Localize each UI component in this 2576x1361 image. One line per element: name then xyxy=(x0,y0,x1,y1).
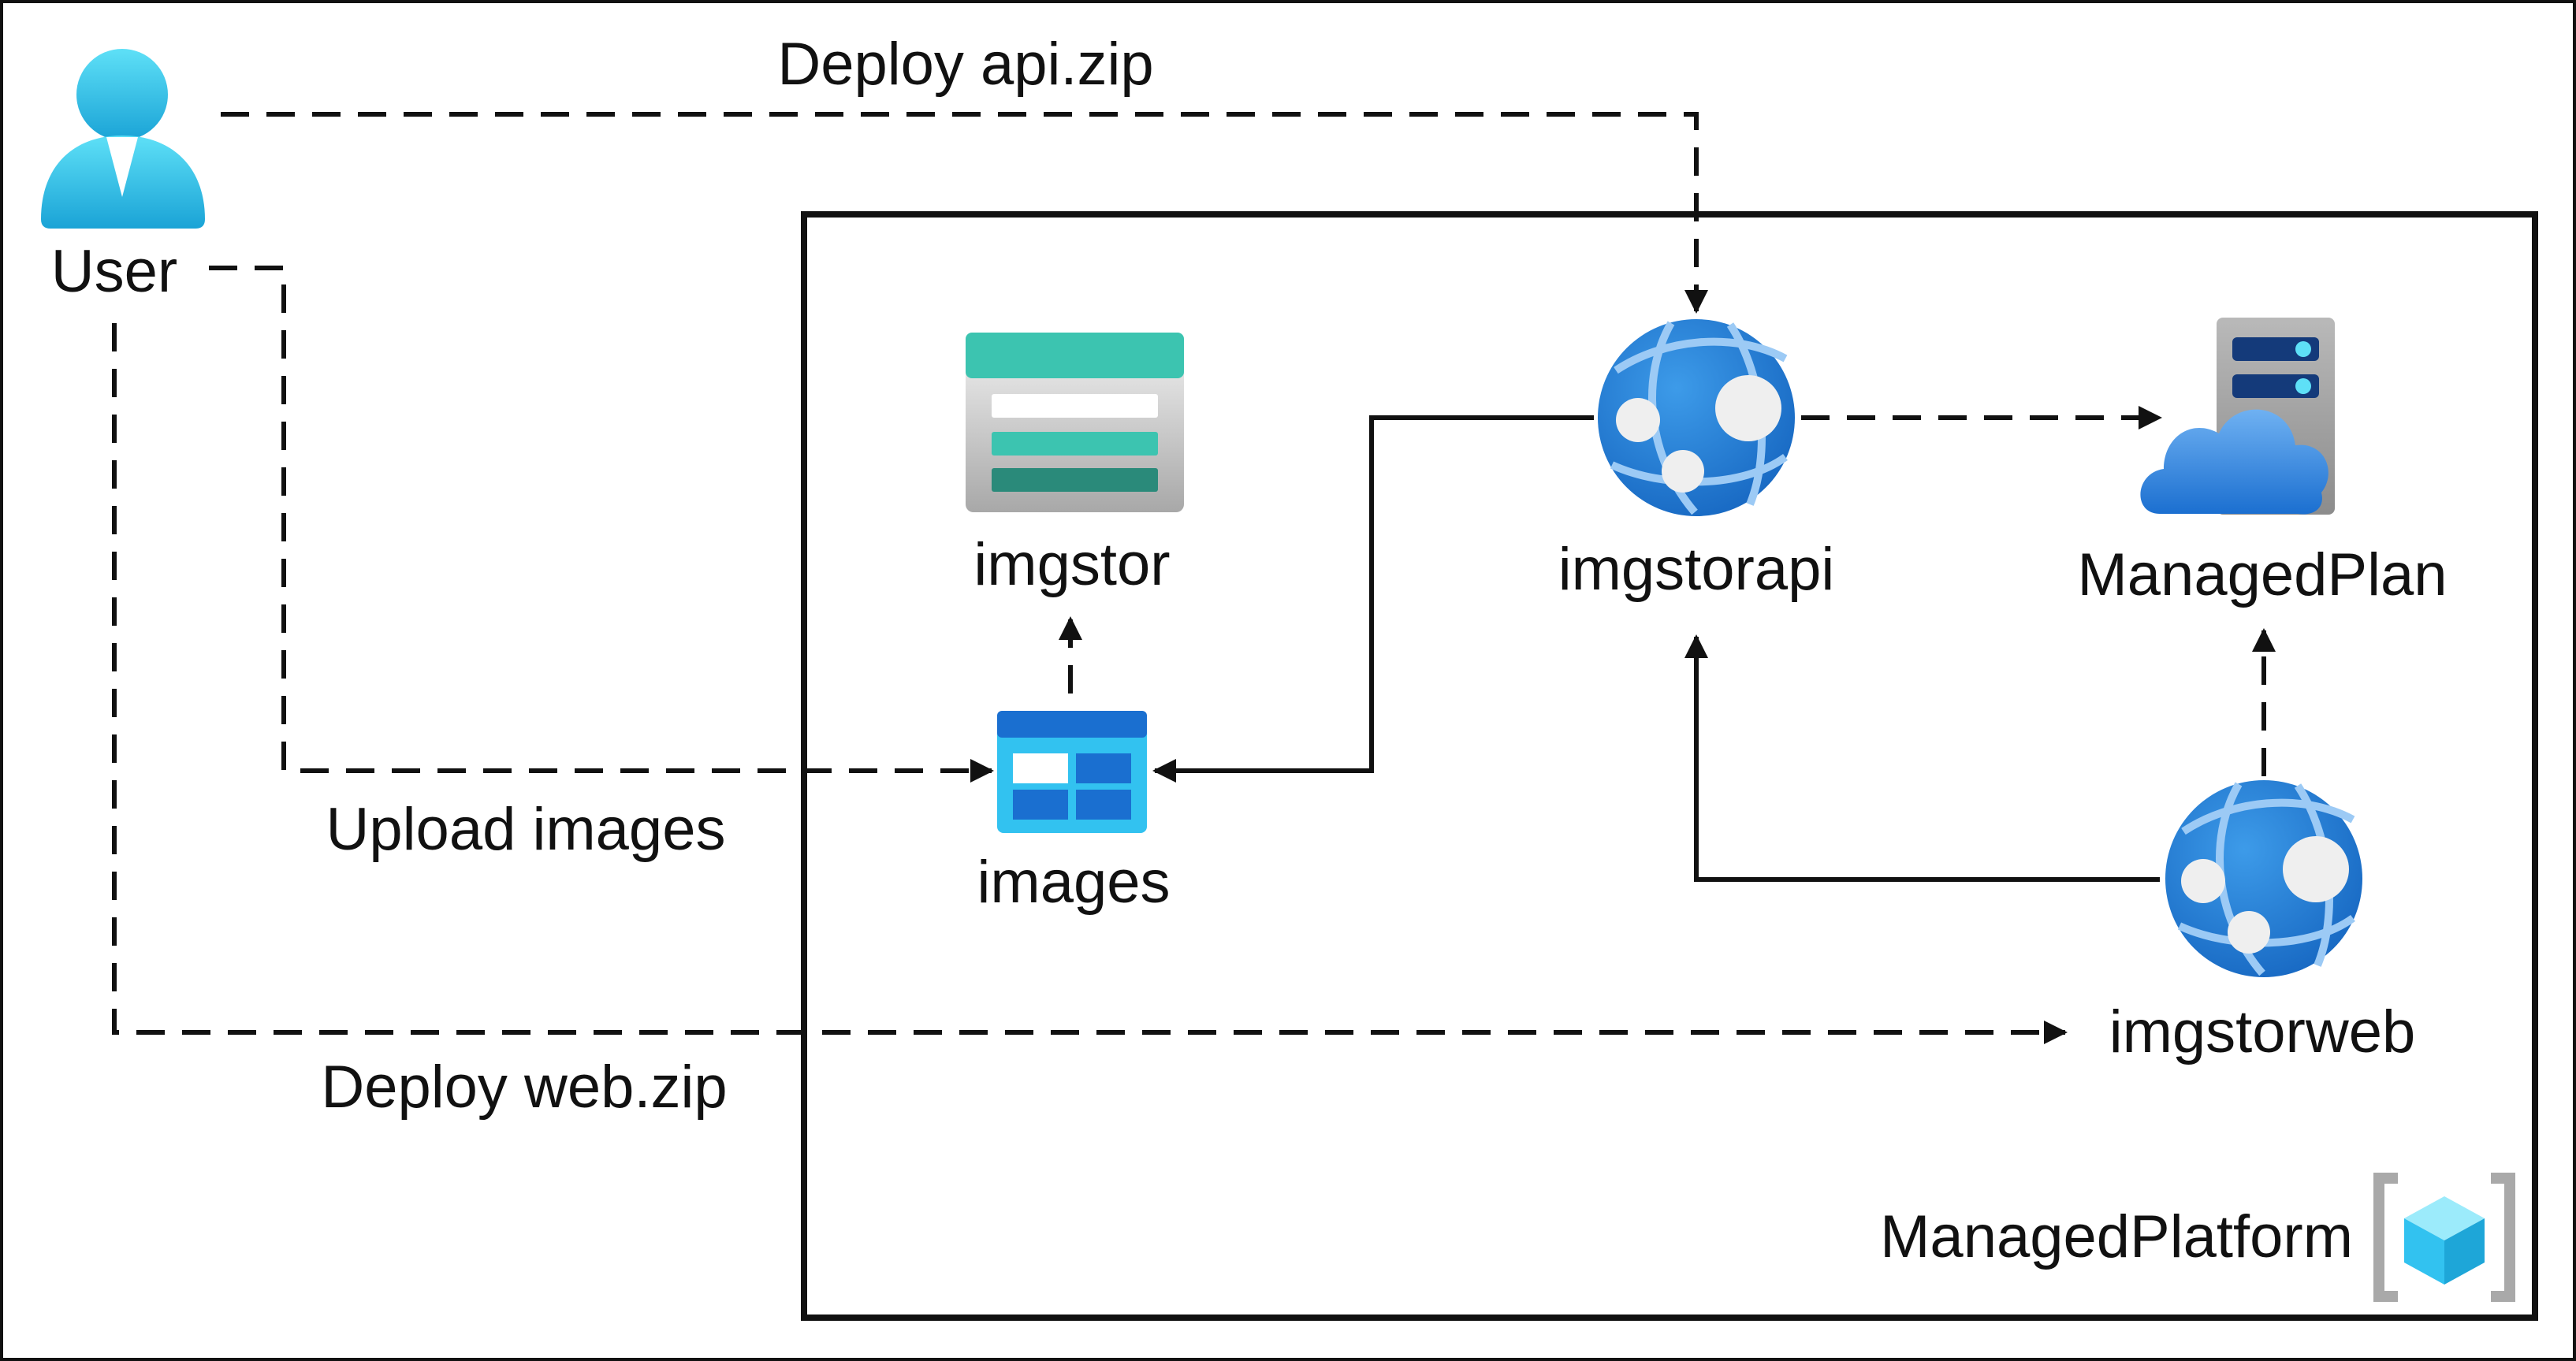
imgstor-node: imgstor xyxy=(966,333,1184,598)
app-service-icon xyxy=(2165,780,2362,977)
imgstor-label: imgstor xyxy=(973,531,1170,598)
blob-container-icon xyxy=(997,711,1147,833)
label-deploy-web: Deploy web.zip xyxy=(321,1054,727,1121)
edge-deploy-api xyxy=(221,112,1708,314)
resource-group-icon xyxy=(2373,1173,2515,1302)
storage-account-icon xyxy=(966,333,1184,512)
user-label: User xyxy=(51,238,177,305)
imgstorweb-node: imgstorweb xyxy=(2109,780,2416,1065)
label-upload-images: Upload images xyxy=(326,796,726,863)
user-node: User xyxy=(41,49,205,305)
imgstorapi-label: imgstorapi xyxy=(1558,536,1835,603)
managedplan-node: ManagedPlan xyxy=(2077,318,2448,608)
edge-web-to-api xyxy=(1684,634,2160,882)
imgstorapi-node: imgstorapi xyxy=(1558,319,1835,603)
edge-api-to-images xyxy=(1152,415,1594,783)
app-service-plan-icon xyxy=(2140,318,2335,515)
edge-upload-images xyxy=(209,266,994,783)
managed-platform-group xyxy=(801,211,2538,1321)
user-icon xyxy=(41,49,205,229)
images-node: images xyxy=(977,711,1171,916)
imgstorweb-label: imgstorweb xyxy=(2109,998,2416,1065)
edge-deploy-web xyxy=(112,323,2068,1044)
images-label: images xyxy=(977,849,1171,916)
label-deploy-api: Deploy api.zip xyxy=(777,31,1153,98)
managedplan-label: ManagedPlan xyxy=(2077,541,2447,608)
app-service-icon xyxy=(1598,319,1795,516)
group-label: ManagedPlatform xyxy=(1880,1203,2353,1270)
